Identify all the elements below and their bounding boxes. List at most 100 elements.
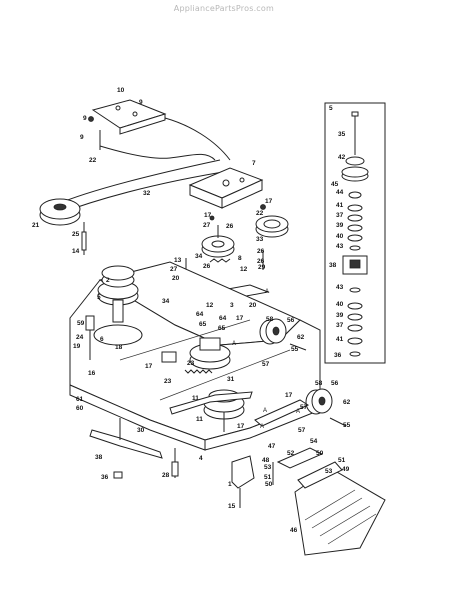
part-callout: 17 (236, 315, 244, 322)
part-callout: 43 (336, 243, 344, 250)
part-callout: 31 (227, 376, 235, 383)
part-callout: 41 (336, 336, 344, 343)
part-callout: 39 (336, 222, 344, 229)
part-callout: 17 (265, 198, 273, 205)
part-callout: 16 (88, 370, 96, 377)
part-callout: 14 (72, 248, 80, 255)
part-callout: 15 (228, 503, 236, 510)
part-callout: 38 (95, 454, 103, 461)
part-callout: 29 (258, 264, 266, 271)
part-callout: 39 (336, 312, 344, 319)
part-callout: 27 (203, 222, 211, 229)
part-callout: 20 (172, 275, 180, 282)
part-callout: 56 (287, 317, 295, 324)
part-callout: 6 (100, 336, 104, 343)
part-callout: 36 (334, 352, 342, 359)
part-callout: 22 (89, 157, 97, 164)
part-callout: 35 (338, 131, 346, 138)
part-callout: 62 (297, 334, 305, 341)
part-callout: 17 (204, 212, 212, 219)
part-callout: 33 (256, 236, 264, 243)
part-callout: 34 (195, 253, 203, 260)
gauge-wheel-upper-part (259, 318, 287, 345)
part-callout: 17 (285, 392, 293, 399)
part-callout: 46 (290, 527, 298, 534)
center-blade-part (169, 391, 253, 415)
part-callout: 17 (237, 423, 245, 430)
part-callout: 26 (257, 248, 265, 255)
part-callout: 57 (262, 361, 270, 368)
watermark: AppliancePartsPros.com (173, 4, 274, 13)
part-callout: 2 (106, 277, 110, 284)
part-callout: 55 (291, 346, 299, 353)
part-callout: 53 (325, 468, 333, 475)
part-callout: 41 (336, 202, 344, 209)
part-callout: 47 (268, 443, 276, 450)
part-callout: 59 (77, 320, 85, 327)
part-callout: 24 (76, 334, 84, 341)
part-callout: 19 (73, 343, 81, 350)
reference-marker: A (260, 424, 264, 430)
part-callout: 58 (266, 316, 274, 323)
part-callout: 42 (338, 154, 346, 161)
part-callout: 10 (117, 87, 125, 94)
part-callout: 37 (336, 322, 344, 329)
part-callout: 9 (83, 115, 87, 122)
part-callout: 5 (97, 294, 101, 301)
part-callout: 50 (316, 450, 324, 457)
part-callout: 4 (199, 455, 203, 462)
part-callout: 17 (145, 363, 153, 370)
part-callout: 1 (228, 481, 232, 488)
part-callout: 30 (137, 427, 145, 434)
part-callout: 22 (256, 210, 264, 217)
part-callout: 28 (162, 472, 170, 479)
part-callout: 51 (338, 457, 346, 464)
part-callout: 55 (343, 422, 351, 429)
part-callout: 34 (162, 298, 170, 305)
center-spindle-assembly-part (161, 337, 231, 370)
part-callout: 56 (331, 380, 339, 387)
part-callout: 54 (310, 438, 318, 445)
part-callout: 64 (219, 315, 227, 322)
part-callout: 3 (230, 302, 234, 309)
spindle-exploded-stack-part (341, 111, 369, 357)
part-callout: 20 (249, 302, 257, 309)
part-callout: 18 (115, 344, 123, 351)
reference-marker: A (296, 409, 300, 415)
part-callout: 12 (240, 266, 248, 273)
part-callout: 23 (187, 360, 195, 367)
part-callout: 26 (226, 223, 234, 230)
reference-marker: A (265, 289, 269, 295)
part-callout: 64 (196, 311, 204, 318)
part-callout: 57 (298, 427, 306, 434)
spindle-detail-box (324, 102, 386, 364)
part-callout: 27 (170, 266, 178, 273)
part-callout: 21 (32, 222, 40, 229)
part-callout: 49 (342, 466, 350, 473)
part-callout: 9 (139, 99, 143, 106)
part-callout: 65 (199, 321, 207, 328)
part-callout: 8 (238, 255, 242, 262)
part-callout: 58 (315, 380, 323, 387)
part-callout: 48 (262, 457, 270, 464)
part-callout: 26 (203, 263, 211, 270)
part-callout: 13 (174, 257, 182, 264)
part-callout: 65 (218, 325, 226, 332)
part-callout: 37 (336, 212, 344, 219)
gauge-wheel-lower-part (305, 388, 333, 415)
part-callout: 57 (300, 404, 308, 411)
part-callout: 40 (336, 233, 344, 240)
flat-idler-pulley-part (201, 225, 235, 258)
part-callout: 11 (196, 416, 203, 423)
part-callout: 52 (287, 450, 295, 457)
part-callout: 53 (264, 464, 272, 471)
part-callout: 32 (143, 190, 151, 197)
part-callout: 61 (76, 396, 84, 403)
part-callout: 9 (80, 134, 84, 141)
part-callout: 60 (76, 405, 84, 412)
part-callout: 26 (257, 258, 265, 265)
mounting-bracket-part (88, 99, 167, 135)
